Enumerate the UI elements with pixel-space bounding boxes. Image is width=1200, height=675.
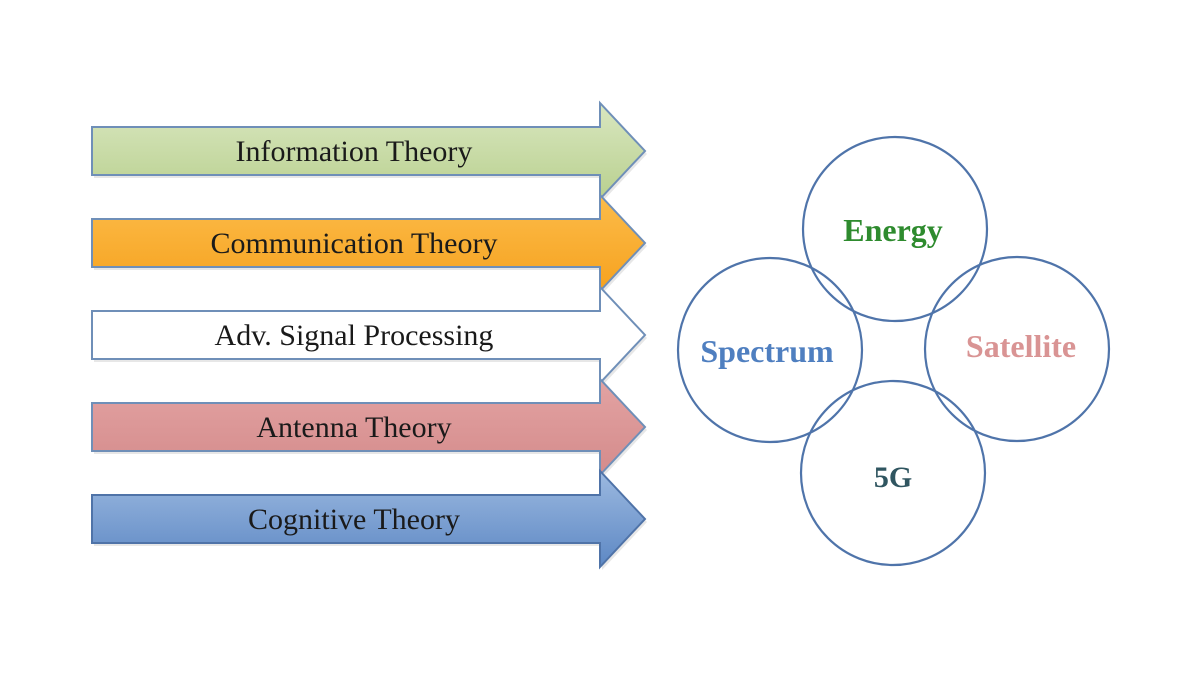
- arrow-shape: [91, 468, 647, 570]
- arrow-label: Cognitive Theory: [248, 503, 460, 536]
- circle-5g-ring: [799, 379, 987, 567]
- arrow-antenna-theory: Antenna Theory: [91, 376, 647, 478]
- arrow-communication-theory: Communication Theory: [91, 192, 647, 294]
- arrow-shape: [91, 376, 647, 478]
- circle-energy-ring: [801, 135, 989, 323]
- circle-energy-label: Energy: [843, 212, 943, 248]
- arrow-label: Communication Theory: [211, 227, 498, 260]
- circle-5g-label: 5G: [874, 461, 912, 494]
- circle-satellite-label: Satellite: [966, 328, 1076, 364]
- arrow-shape: [91, 100, 647, 202]
- circle-spectrum-label: Spectrum: [700, 333, 834, 369]
- arrow-shape: [91, 192, 647, 294]
- arrow-shape: [91, 284, 647, 386]
- arrow-information-theory: Information Theory: [91, 100, 647, 202]
- arrow-label: Adv. Signal Processing: [215, 319, 494, 352]
- arrow-label: Information Theory: [236, 135, 473, 168]
- circle-spectrum-ring: [676, 256, 864, 444]
- circle-satellite-ring: [923, 255, 1111, 443]
- arrow-cognitive-theory: Cognitive Theory: [91, 468, 647, 570]
- arrow-adv-signal-processing: Adv. Signal Processing: [91, 284, 647, 386]
- arrow-label: Antenna Theory: [256, 411, 451, 444]
